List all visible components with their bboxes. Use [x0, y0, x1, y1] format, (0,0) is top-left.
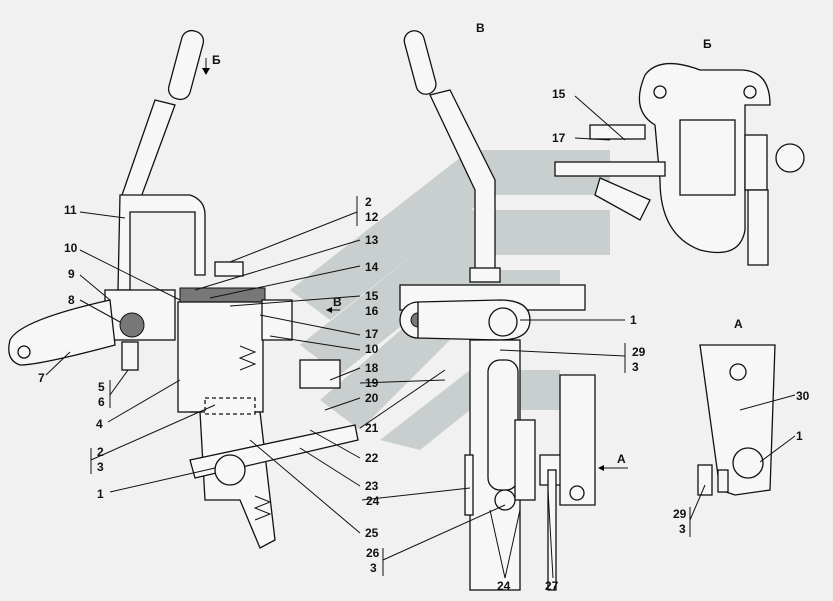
view-v-title: В [476, 21, 485, 35]
callout-labels: Б В Б А В А 11 2 12 10 13 9 14 8 15 16 1… [38, 21, 810, 593]
callout-30: 30 [796, 389, 810, 403]
left-lever-assembly [8, 29, 359, 549]
callout-11: 11 [64, 203, 77, 217]
callout-8: 8 [68, 293, 75, 307]
callout-4: 4 [96, 417, 103, 431]
callout-6: 6 [98, 395, 105, 409]
callout-15b: 15 [552, 87, 566, 101]
callout-15: 15 [365, 289, 379, 303]
callout-3b: 3 [97, 460, 104, 474]
callout-10b: 10 [365, 342, 379, 356]
view-a-detail [697, 344, 776, 496]
callout-20: 20 [365, 391, 379, 405]
callout-17b: 17 [552, 131, 566, 145]
callout-12: 12 [365, 210, 379, 224]
callout-2: 2 [365, 195, 372, 209]
callout-24b: 24 [497, 579, 511, 593]
center-lever-assembly [399, 30, 596, 591]
callout-24a: 24 [366, 494, 380, 508]
view-b-title: Б [703, 37, 712, 51]
callout-3c: 3 [370, 561, 377, 575]
callout-22: 22 [365, 451, 379, 465]
callout-25: 25 [365, 526, 379, 540]
leader-lines [45, 58, 796, 579]
callout-19: 19 [365, 376, 379, 390]
callout-9: 9 [68, 267, 75, 281]
callout-3d: 3 [632, 360, 639, 374]
callout-29a: 29 [632, 345, 646, 359]
callout-10: 10 [64, 241, 78, 255]
callout-1b: 1 [630, 313, 637, 327]
callout-23: 23 [365, 479, 379, 493]
callout-21: 21 [365, 421, 379, 435]
callout-27: 27 [545, 579, 559, 593]
callout-2b: 2 [97, 445, 104, 459]
callout-1a: 1 [97, 487, 104, 501]
callout-1c: 1 [796, 429, 803, 443]
callout-3e: 3 [679, 522, 686, 536]
view-a-arrow-label: А [617, 452, 626, 466]
callout-13: 13 [365, 233, 379, 247]
callout-18: 18 [365, 361, 379, 375]
view-a-title: А [734, 317, 743, 331]
callout-17: 17 [365, 327, 379, 341]
callout-29b: 29 [673, 507, 687, 521]
callout-14: 14 [365, 260, 379, 274]
callout-7: 7 [38, 371, 45, 385]
callout-16: 16 [365, 304, 379, 318]
view-v-arrow-label: В [333, 295, 342, 309]
callout-26: 26 [366, 546, 380, 560]
view-b-arrow-label: Б [212, 53, 221, 67]
callout-5: 5 [98, 380, 105, 394]
view-b-detail [554, 63, 805, 266]
